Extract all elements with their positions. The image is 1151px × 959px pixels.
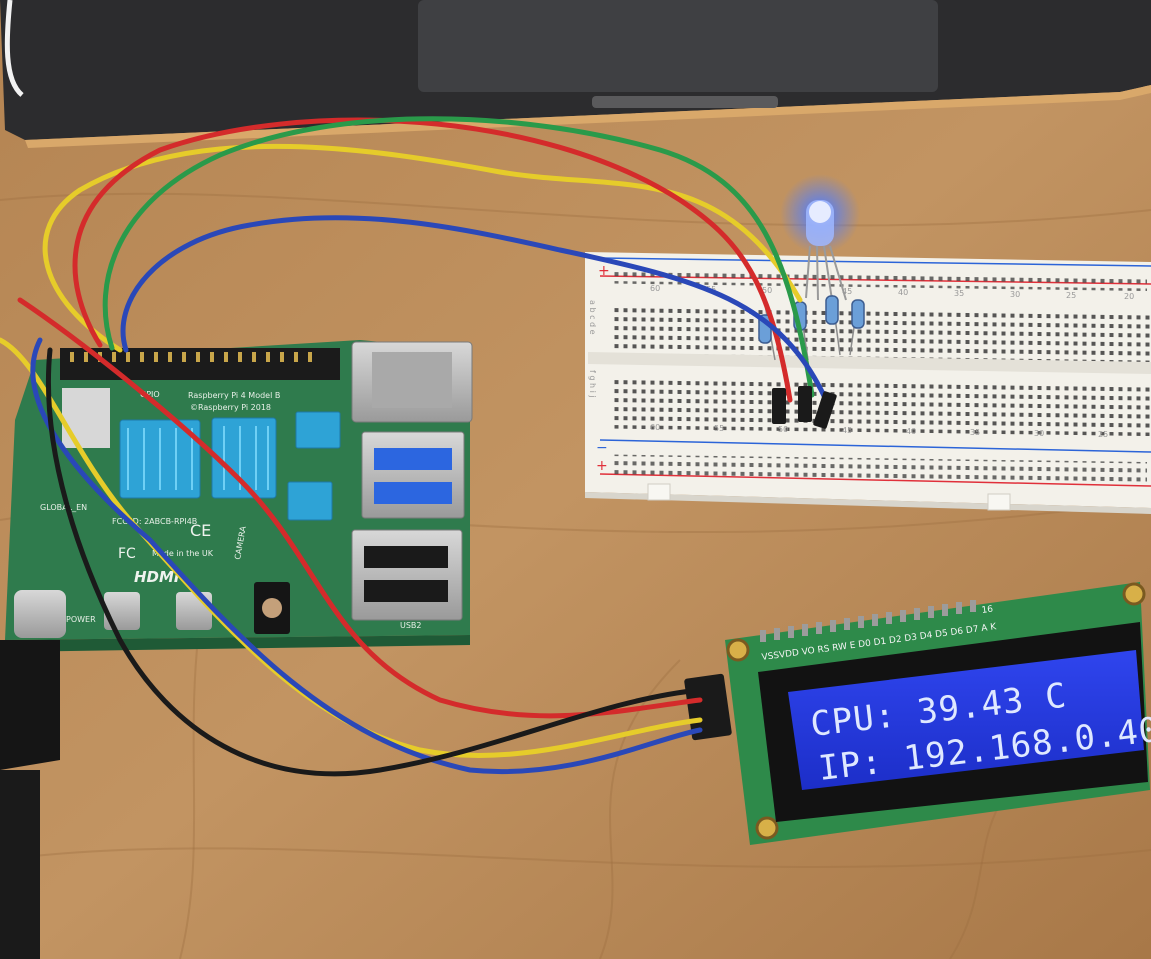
breadboard-col-number: 45 (842, 426, 852, 435)
laptop-cable (4, 0, 24, 97)
laptop-trackpad (418, 0, 938, 92)
breadboard-col-number: 25 (1066, 291, 1076, 300)
lcd-pin-header (760, 600, 976, 642)
breadboard-col-number: 60 (650, 423, 660, 432)
usb2-ports (351, 529, 463, 621)
breadboard-col-number: 40 (898, 288, 908, 297)
breadboard-col-number: 30 (1010, 290, 1020, 299)
wire-green-led (102, 116, 815, 398)
breadboard-col-number: 45 (842, 287, 852, 296)
audio-jack (254, 582, 290, 634)
breadboard-row-letters-bottom: f g h i j (588, 370, 597, 398)
breadboard-minus-bottom: − (596, 440, 608, 456)
wire-blue-lcd (30, 337, 703, 775)
breadboard-col-number: 35 (970, 428, 980, 437)
wire-red-lcd (17, 297, 703, 719)
fcc-mark: FC (118, 546, 136, 562)
breadboard-col-number: 50 (762, 286, 772, 295)
ethernet-port (351, 341, 473, 423)
breadboard-plus-bottom: + (596, 458, 608, 474)
made-in-label: Made in the UK (152, 549, 214, 558)
breadboard-col-number: 60 (650, 284, 660, 293)
breadboard-column-numbers-bottom: 60 55 50 45 40 35 30 25 (650, 423, 1108, 439)
lcd-screen (788, 650, 1144, 790)
usb3-ports (361, 431, 465, 519)
gpio-label: GPIO (140, 390, 160, 399)
breadboard-row-letters-top: a b c d e (588, 300, 597, 335)
breadboard-jumper-connectors (772, 386, 837, 429)
usb2-label: USB2 (400, 621, 422, 630)
hdmi-label: HDMI (134, 568, 180, 586)
rpi-model-label: Raspberry Pi 4 Model B (188, 391, 280, 400)
wire-blue-led (120, 215, 829, 403)
usb-c-port (14, 590, 66, 638)
power-cable (0, 640, 60, 959)
laptop (0, 0, 1151, 148)
wire-black-lcd (45, 347, 703, 777)
rpi-copyright-label: ©Raspberry Pi 2018 (190, 403, 271, 412)
fcc-id-label: FCC ID: 2ABCB-RPI4B (112, 517, 197, 526)
breadboard-col-number: 40 (906, 427, 916, 436)
lcd-module: VSSVDD VO RS RW E D0 D1 D2 D3 D4 D5 D6 D… (684, 582, 1151, 845)
breadboard: + − + a b c d e f g h i j 60 55 50 45 40… (585, 252, 1151, 514)
breadboard-col-number: 30 (1034, 429, 1044, 438)
jumper-wires (0, 116, 829, 777)
wire-red-led (72, 117, 793, 403)
power-label: POWER (66, 615, 96, 624)
gpio-header (60, 348, 340, 380)
breadboard-col-number: 20 (1124, 292, 1134, 301)
rgb-led (780, 174, 860, 301)
lcd-pin-number: 16 (981, 605, 994, 616)
breadboard-plus-top: + (598, 263, 610, 279)
breadboard-col-number: 55 (714, 424, 724, 433)
breadboard-col-number: 25 (1098, 430, 1108, 439)
ce-mark: CE (190, 521, 211, 540)
wire-yellow-lcd (0, 337, 703, 758)
breadboard-col-number: 35 (954, 289, 964, 298)
raspberry-pi-board: GPIO Raspberry Pi 4 Model B ©Raspberry P… (0, 340, 473, 959)
breadboard-col-number: 50 (778, 425, 788, 434)
global-en-label: GLOBAL_EN (40, 503, 87, 512)
